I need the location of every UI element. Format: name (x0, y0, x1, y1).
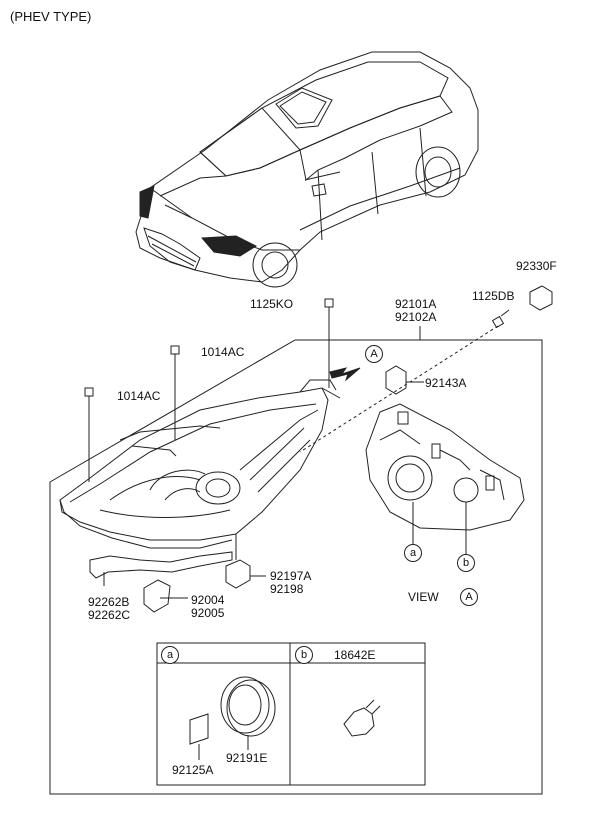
ref-marker-a-box: a (161, 646, 179, 664)
assembly-frame (49, 339, 543, 795)
car-headlamp-left (139, 185, 155, 219)
part-92197-shape (225, 559, 251, 589)
part-92330F-shape (529, 285, 553, 311)
label-92005: 92005 (191, 606, 225, 620)
part-92004-shape (143, 579, 171, 613)
label-92197A: 92197A (270, 569, 312, 583)
view-label: VIEW (408, 590, 439, 604)
label-92143A: 92143A (425, 376, 467, 390)
part-18642E-shape (343, 699, 381, 737)
bolt-1125DB (491, 309, 510, 329)
ref-marker-b-view: b (457, 554, 475, 572)
headlamp-assembly (59, 379, 341, 549)
car-headlamp-right (200, 235, 258, 257)
bolt-1014AC-left (84, 387, 94, 412)
ref-marker-A-main: A (365, 345, 383, 363)
ref-marker-b-box: b (295, 646, 313, 664)
part-92125A-shape (189, 713, 209, 745)
detail-box (156, 642, 426, 786)
diagram-title: (PHEV TYPE) (10, 9, 92, 24)
view-arrow (329, 367, 361, 382)
label-92004: 92004 (191, 593, 225, 607)
ref-marker-a-view: a (404, 544, 422, 562)
label-92191E: 92191E (226, 751, 268, 765)
label-1014AC-left: 1014AC (117, 389, 161, 403)
label-18642E: 18642E (334, 648, 376, 662)
part-92191E-shape (220, 676, 276, 737)
part-92143A-shape (385, 365, 407, 395)
label-92262B: 92262B (88, 595, 130, 609)
label-92101A: 92101A (395, 297, 437, 311)
label-92198: 92198 (270, 582, 304, 596)
label-1125KO: 1125KO (250, 297, 294, 311)
label-92262C: 92262C (88, 608, 131, 622)
view-a-illustration (365, 403, 525, 531)
car-illustration (135, 51, 479, 288)
label-92330F: 92330F (516, 259, 557, 273)
label-1014AC-top: 1014AC (201, 345, 245, 359)
bracket-92262 (89, 551, 233, 579)
label-1125DB: 1125DB (472, 289, 515, 303)
ref-marker-A-view: A (460, 588, 478, 606)
label-92125A: 92125A (172, 763, 214, 777)
label-92102A: 92102A (395, 310, 437, 324)
bolt-1125KO (324, 298, 334, 325)
bolt-1014AC-top (170, 345, 180, 370)
